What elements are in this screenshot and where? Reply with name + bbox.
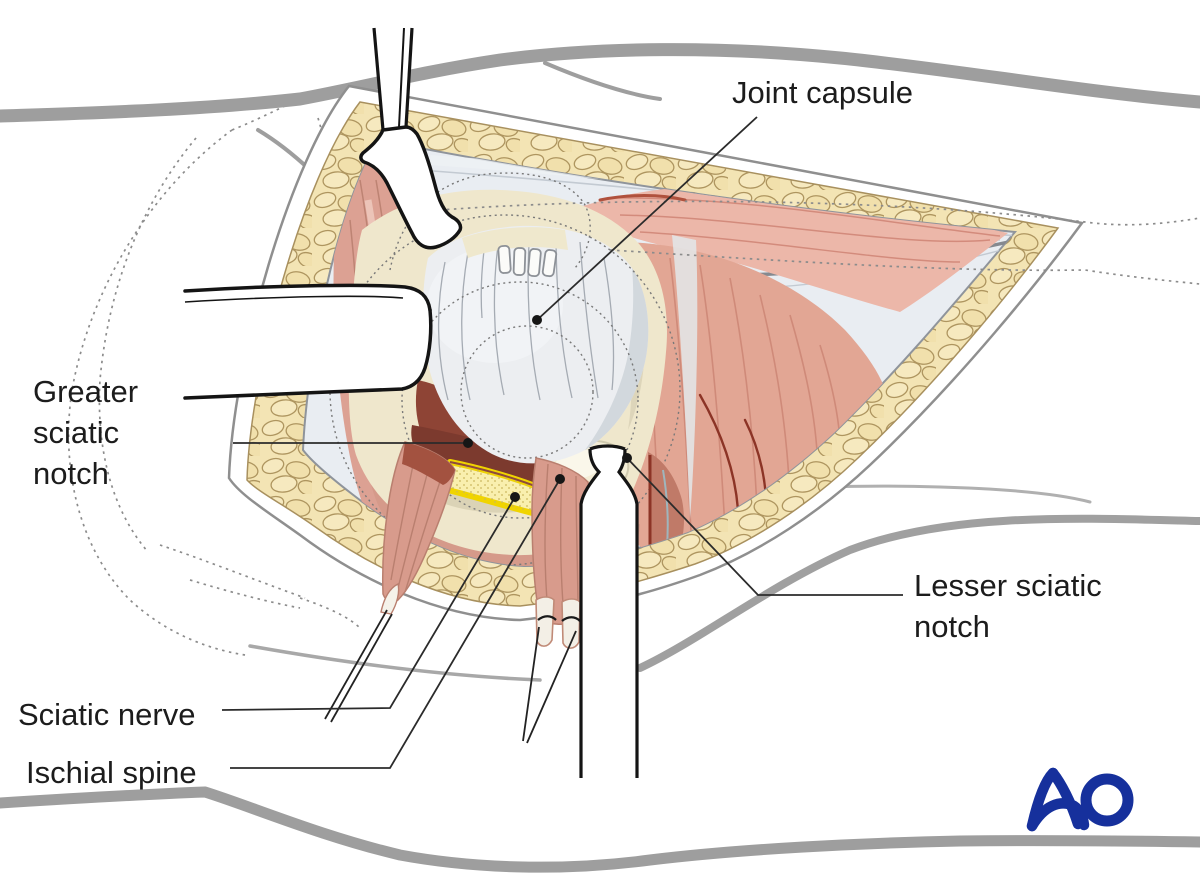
top-retractor (359, 27, 463, 250)
leader-joint-capsule (536, 116, 758, 321)
leader-lines (221, 116, 903, 769)
label-lesser-sciatic-notch: Lesser sciatic notch (914, 565, 1102, 647)
leader-ischial-spine (230, 478, 561, 769)
leader-lesser-sciatic-notch (626, 457, 903, 596)
label-line: notch (914, 609, 990, 644)
cut-muscle-edge (411, 380, 548, 484)
left-retractor (183, 283, 433, 400)
skin-contour-lines (0, 43, 1200, 873)
joint-capsule-dome (422, 225, 649, 464)
ao-logo: AO (1026, 767, 1134, 832)
label-line: Lesser sciatic (914, 568, 1102, 603)
piriformis-muscle (380, 441, 456, 615)
cut-tendon-stumps (535, 596, 581, 649)
label-joint-capsule: Joint capsule (732, 75, 913, 110)
leader-sciatic-nerve (221, 496, 516, 711)
bottom-retractor (579, 444, 639, 778)
label-line: sciatic (33, 415, 120, 450)
capsule-cut-tabs (497, 244, 558, 278)
label-ischial-spine: Ischial spine (26, 755, 197, 790)
label-greater-sciatic-notch: Greater sciatic notch (33, 371, 138, 494)
label-line: Greater (33, 374, 139, 409)
tendon-lines (324, 609, 577, 744)
label-sciatic-nerve: Sciatic nerve (18, 697, 196, 732)
leader-dots (463, 315, 632, 502)
piriformis-tendon-tip (380, 582, 400, 615)
femur-dashed-outline (439, 200, 1200, 285)
label-line: notch (33, 456, 109, 491)
